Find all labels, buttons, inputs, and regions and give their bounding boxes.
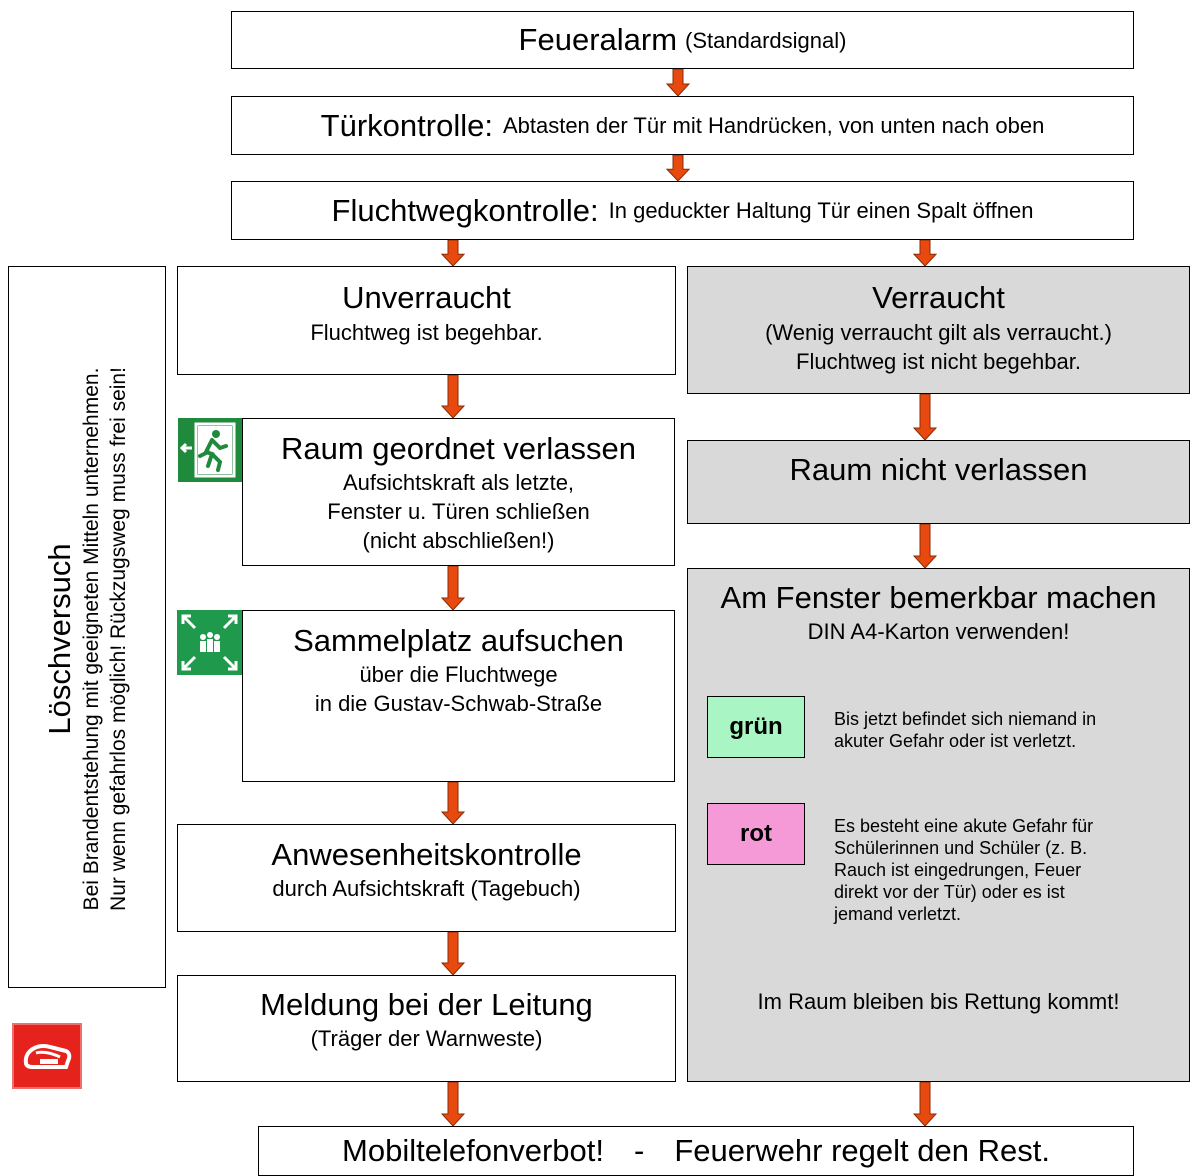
attendance-title: Anwesenheitskontrolle bbox=[271, 837, 582, 872]
unsmoked-title: Unverraucht bbox=[342, 280, 511, 315]
arrow-door-to-route bbox=[666, 155, 690, 181]
stay-in-room-title: Raum nicht verlassen bbox=[789, 452, 1088, 487]
arrow-smoked-to-stay bbox=[913, 394, 937, 440]
route-check-box: Fluchtwegkontrolle: In geduckter Haltung… bbox=[231, 181, 1134, 240]
arrow-route-to-unsmoked bbox=[441, 240, 465, 266]
extinguish-attempt-line1: Bei Brandentstehung mit geeigneten Mitte… bbox=[80, 367, 103, 911]
arrow-report-to-final bbox=[441, 1082, 465, 1126]
fire-alarm-title: Feueralarm bbox=[518, 22, 678, 57]
red-signal-line-4: direkt vor der Tür) oder es ist bbox=[834, 882, 1065, 902]
arrow-unsmoked-to-leave bbox=[441, 375, 465, 418]
emergency-exit-icon bbox=[178, 418, 242, 482]
report-box: Meldung bei der Leitung (Träger der Warn… bbox=[177, 975, 676, 1082]
extinguish-attempt-box bbox=[8, 266, 166, 988]
smoked-box: Verraucht (Wenig verraucht gilt als verr… bbox=[687, 266, 1190, 394]
leave-room-line-2: Fenster u. Türen schließen bbox=[327, 499, 590, 524]
report-title: Meldung bei der Leitung bbox=[260, 987, 593, 1022]
red-signal-line-1: Es besteht eine akute Gefahr für bbox=[834, 816, 1094, 836]
fire-alarm-note: (Standardsignal) bbox=[685, 27, 847, 53]
final-left-text: Mobiltelefonverbot! bbox=[342, 1133, 604, 1168]
smoked-title: Verraucht bbox=[872, 280, 1005, 315]
assembly-point-title: Sammelplatz aufsuchen bbox=[293, 623, 624, 658]
final-right-text: Feuerwehr regelt den Rest. bbox=[674, 1133, 1050, 1168]
red-signal-line-3: Rauch ist eingedrungen, Feuer bbox=[834, 860, 1082, 880]
window-signal-footer: Im Raum bleiben bis Rettung kommt! bbox=[757, 989, 1120, 1014]
assembly-point-box: Sammelplatz aufsuchen über die Fluchtweg… bbox=[242, 610, 675, 782]
assembly-point-icon bbox=[177, 610, 242, 675]
red-signal-chip: rot bbox=[707, 803, 805, 865]
green-signal-line-1: Bis jetzt befindet sich niemand in bbox=[834, 709, 1097, 729]
arrow-route-to-smoked bbox=[913, 240, 937, 266]
extinguish-attempt-text: Löschversuch Bei Brandentstehung mit gee… bbox=[8, 290, 166, 988]
fire-alarm-box: Feueralarm (Standardsignal) bbox=[231, 11, 1134, 69]
door-check-note: Abtasten der Tür mit Handrücken, von unt… bbox=[502, 113, 1045, 138]
arrow-alarm-to-door bbox=[666, 69, 690, 96]
green-signal-label: grün bbox=[729, 713, 783, 740]
assembly-point-line-2: in die Gustav-Schwab-Straße bbox=[314, 691, 603, 716]
leave-room-line-3: (nicht abschließen!) bbox=[362, 528, 555, 553]
route-check-title: Fluchtwegkontrolle: bbox=[331, 192, 599, 228]
red-signal-label: rot bbox=[740, 820, 772, 847]
leave-room-box: Raum geordnet verlassen Aufsichtskraft a… bbox=[242, 418, 675, 566]
final-box: Mobiltelefonverbot! - Feuerwehr regelt d… bbox=[258, 1126, 1134, 1176]
unsmoked-box: Unverraucht Fluchtweg ist begehbar. bbox=[177, 266, 676, 375]
red-signal-line-2: Schülerinnen und Schüler (z. B. bbox=[834, 838, 1088, 858]
green-signal-note: Bis jetzt befindet sich niemand in akute… bbox=[834, 708, 1096, 752]
arrow-window-to-final bbox=[913, 1082, 937, 1126]
smoked-line-1: (Wenig verraucht gilt als verraucht.) bbox=[765, 320, 1112, 345]
report-text: (Träger der Warnweste) bbox=[310, 1026, 543, 1051]
green-signal-line-2: akuter Gefahr oder ist verletzt. bbox=[834, 731, 1077, 751]
door-check-title: Türkontrolle: bbox=[320, 107, 493, 143]
stay-in-room-box: Raum nicht verlassen bbox=[687, 440, 1190, 524]
leave-room-line-1: Aufsichtskraft als letzte, bbox=[342, 470, 575, 495]
red-signal-note: Es besteht eine akute Gefahr für Schüler… bbox=[834, 815, 1093, 925]
arrow-assembly-to-attendance bbox=[441, 782, 465, 824]
extinguish-attempt-line2: Nur wenn gefahrlos möglich! Rückzugsweg … bbox=[107, 367, 130, 911]
window-signal-subtitle: DIN A4-Karton verwenden! bbox=[807, 619, 1070, 644]
attendance-box: Anwesenheitskontrolle durch Aufsichtskra… bbox=[177, 824, 676, 932]
fire-extinguisher-icon bbox=[12, 1023, 82, 1089]
extinguish-attempt-title: Löschversuch bbox=[42, 543, 77, 735]
attendance-text: durch Aufsichtskraft (Tagebuch) bbox=[272, 876, 581, 901]
final-separator: - bbox=[633, 1133, 645, 1168]
leave-room-title: Raum geordnet verlassen bbox=[281, 431, 636, 466]
unsmoked-text: Fluchtweg ist begehbar. bbox=[310, 320, 543, 345]
red-signal-line-5: jemand verletzt. bbox=[834, 904, 962, 924]
route-check-note: In geduckter Haltung Tür einen Spalt öff… bbox=[608, 198, 1034, 223]
arrow-stay-to-window bbox=[913, 524, 937, 568]
arrow-leave-to-assembly bbox=[441, 566, 465, 610]
green-signal-chip: grün bbox=[707, 696, 805, 758]
arrow-attendance-to-report bbox=[441, 932, 465, 975]
assembly-point-line-1: über die Fluchtwege bbox=[359, 662, 558, 687]
smoked-line-2: Fluchtweg ist nicht begehbar. bbox=[796, 349, 1081, 374]
window-signal-title: Am Fenster bemerkbar machen bbox=[720, 580, 1157, 615]
door-check-box: Türkontrolle: Abtasten der Tür mit Handr… bbox=[231, 96, 1134, 155]
